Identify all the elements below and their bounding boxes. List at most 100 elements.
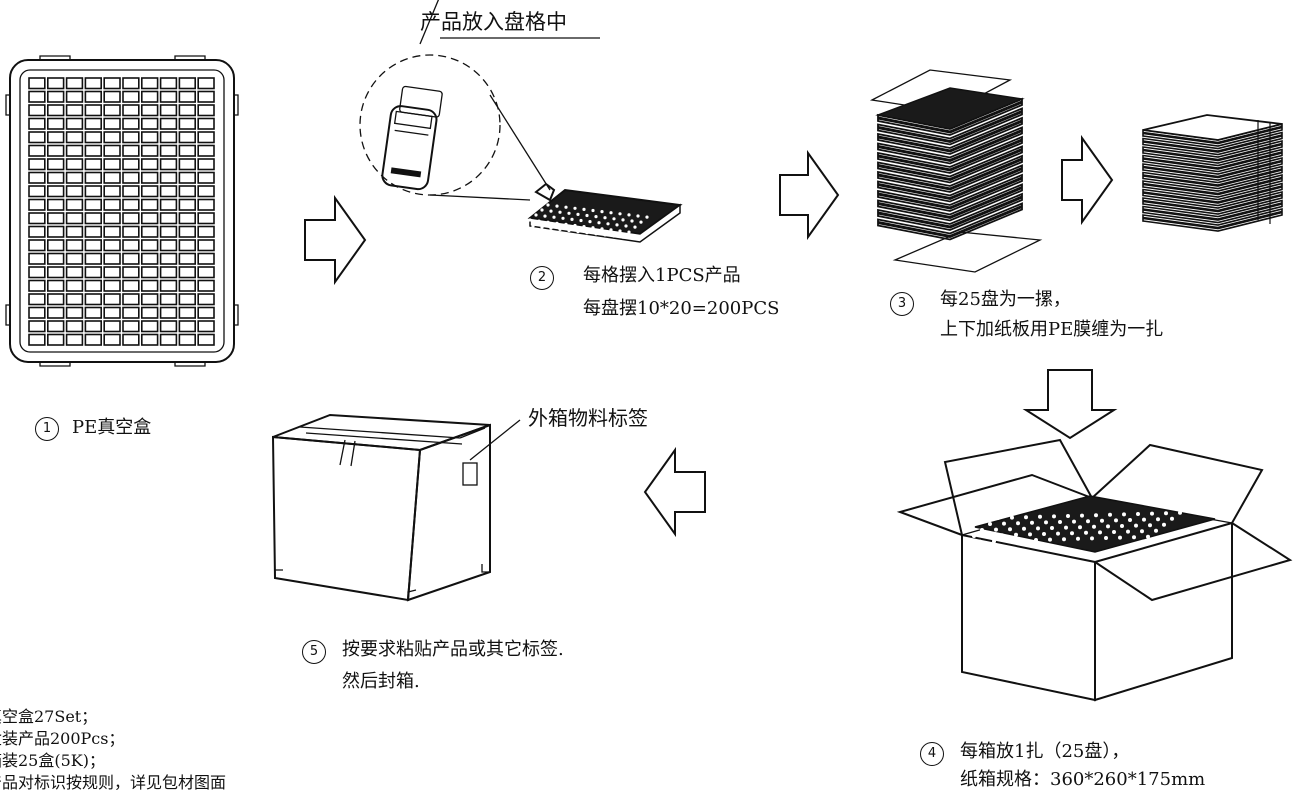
tray-pocket (1058, 520, 1062, 524)
tray-edge (1142, 185, 1283, 204)
stacked-tray (1142, 139, 1283, 164)
tray-pocket (612, 234, 616, 238)
tray-cell (122, 77, 140, 90)
open-carton (896, 438, 1293, 702)
tray-cell (159, 306, 178, 319)
tray-cell (103, 158, 121, 171)
step-4-line2: 纸箱规格：360*260*175mm (960, 769, 1206, 790)
tray-pocket (579, 218, 583, 223)
tray-cell (65, 306, 84, 319)
arrow-right-1 (304, 194, 367, 286)
tray-cell (159, 131, 178, 144)
tray-cell (122, 225, 140, 238)
tray-cell (65, 144, 84, 157)
stacked-tray (1142, 199, 1283, 224)
arrow-down (1022, 369, 1118, 440)
tray-cell (65, 293, 84, 306)
tray-edge (877, 110, 1023, 144)
tray-pocket (1118, 535, 1122, 540)
tray-cell (65, 131, 84, 144)
step-2-line1: 每格摆入1PCS产品 (583, 265, 741, 286)
tray-cell (141, 131, 159, 144)
tray-cell (197, 185, 215, 198)
tray-pocket (540, 225, 544, 229)
tray-cell (141, 279, 159, 292)
tray-pocket (540, 208, 544, 212)
tray-pocket (585, 231, 589, 235)
tray-cell (28, 279, 46, 292)
tray-edge (1142, 202, 1283, 221)
tray-cell (46, 144, 65, 157)
tray-cell (103, 198, 121, 211)
tray-pocket (1154, 528, 1158, 533)
tray-pocket (549, 209, 553, 213)
tray-cell (159, 90, 178, 103)
tray-pocket (588, 220, 592, 224)
note-1: 真空盒27Set； (0, 707, 98, 726)
stacked-tray (1142, 148, 1283, 173)
tray-pocket (1022, 526, 1026, 531)
tray-cell (65, 171, 84, 184)
product-in-tray-callout: 产品放入盘格中 (420, 10, 567, 34)
tray-pocket (1142, 517, 1146, 522)
tray-cell (178, 239, 196, 252)
tray-cell (178, 279, 196, 292)
tray-cell (65, 239, 84, 252)
tray-pocket (627, 213, 631, 217)
tray-cell (84, 306, 103, 319)
tray-cell (28, 212, 46, 225)
tray-pocket (603, 233, 607, 237)
tray-pocket (1036, 526, 1040, 531)
tray-pocket (1038, 514, 1042, 519)
tray-pocket (1114, 518, 1118, 523)
tray-cell (197, 171, 215, 184)
tray-cell (197, 144, 215, 157)
tray-cell (197, 320, 215, 333)
tray-cell (159, 185, 178, 198)
tray-pocket (561, 216, 565, 220)
tray-pocket (1146, 534, 1150, 539)
stacked-tray (1142, 173, 1283, 198)
tray-cell (122, 266, 140, 279)
tray-cell (159, 77, 178, 90)
tray-cell (65, 77, 84, 90)
tray-cell (84, 239, 103, 252)
tray-cell (159, 293, 178, 306)
tray-pocket (633, 225, 637, 229)
tray-pocket (576, 212, 580, 216)
tray-pocket (624, 224, 628, 228)
tray-cell (103, 239, 121, 252)
tray-pocket (564, 222, 568, 226)
tray-pocket (582, 207, 586, 211)
tray-cell (46, 239, 65, 252)
tray-cell (122, 212, 140, 225)
tray-cell (122, 279, 140, 292)
tray-cell (65, 279, 84, 292)
tray-pocket (1044, 520, 1048, 525)
tray-cell (46, 266, 65, 279)
tray-cell (141, 158, 159, 171)
tray-cell (159, 212, 178, 225)
tray-pocket (988, 522, 992, 526)
tray-cell (65, 185, 84, 198)
tray-cell (178, 144, 196, 157)
tray-cell (28, 198, 46, 211)
tray-pocket (996, 516, 1000, 520)
tray-cell (84, 252, 103, 265)
tray-cell (103, 131, 121, 144)
tray-pocket (522, 223, 526, 227)
tray-pocket (1136, 512, 1140, 516)
tray-cell (178, 77, 196, 90)
tray-cell (197, 266, 215, 279)
tray-cell (103, 225, 121, 238)
tray-cell (122, 333, 140, 346)
tray-cell (28, 293, 46, 306)
tray-pocket (570, 217, 574, 221)
tray-cell (197, 212, 215, 225)
tray-pocket (600, 210, 604, 214)
step-4-number: 4 (920, 742, 944, 766)
tray-cell (65, 225, 84, 238)
tray-pocket (1140, 529, 1144, 534)
tray-pocket (1064, 525, 1068, 530)
tray-pocket (1078, 525, 1082, 530)
